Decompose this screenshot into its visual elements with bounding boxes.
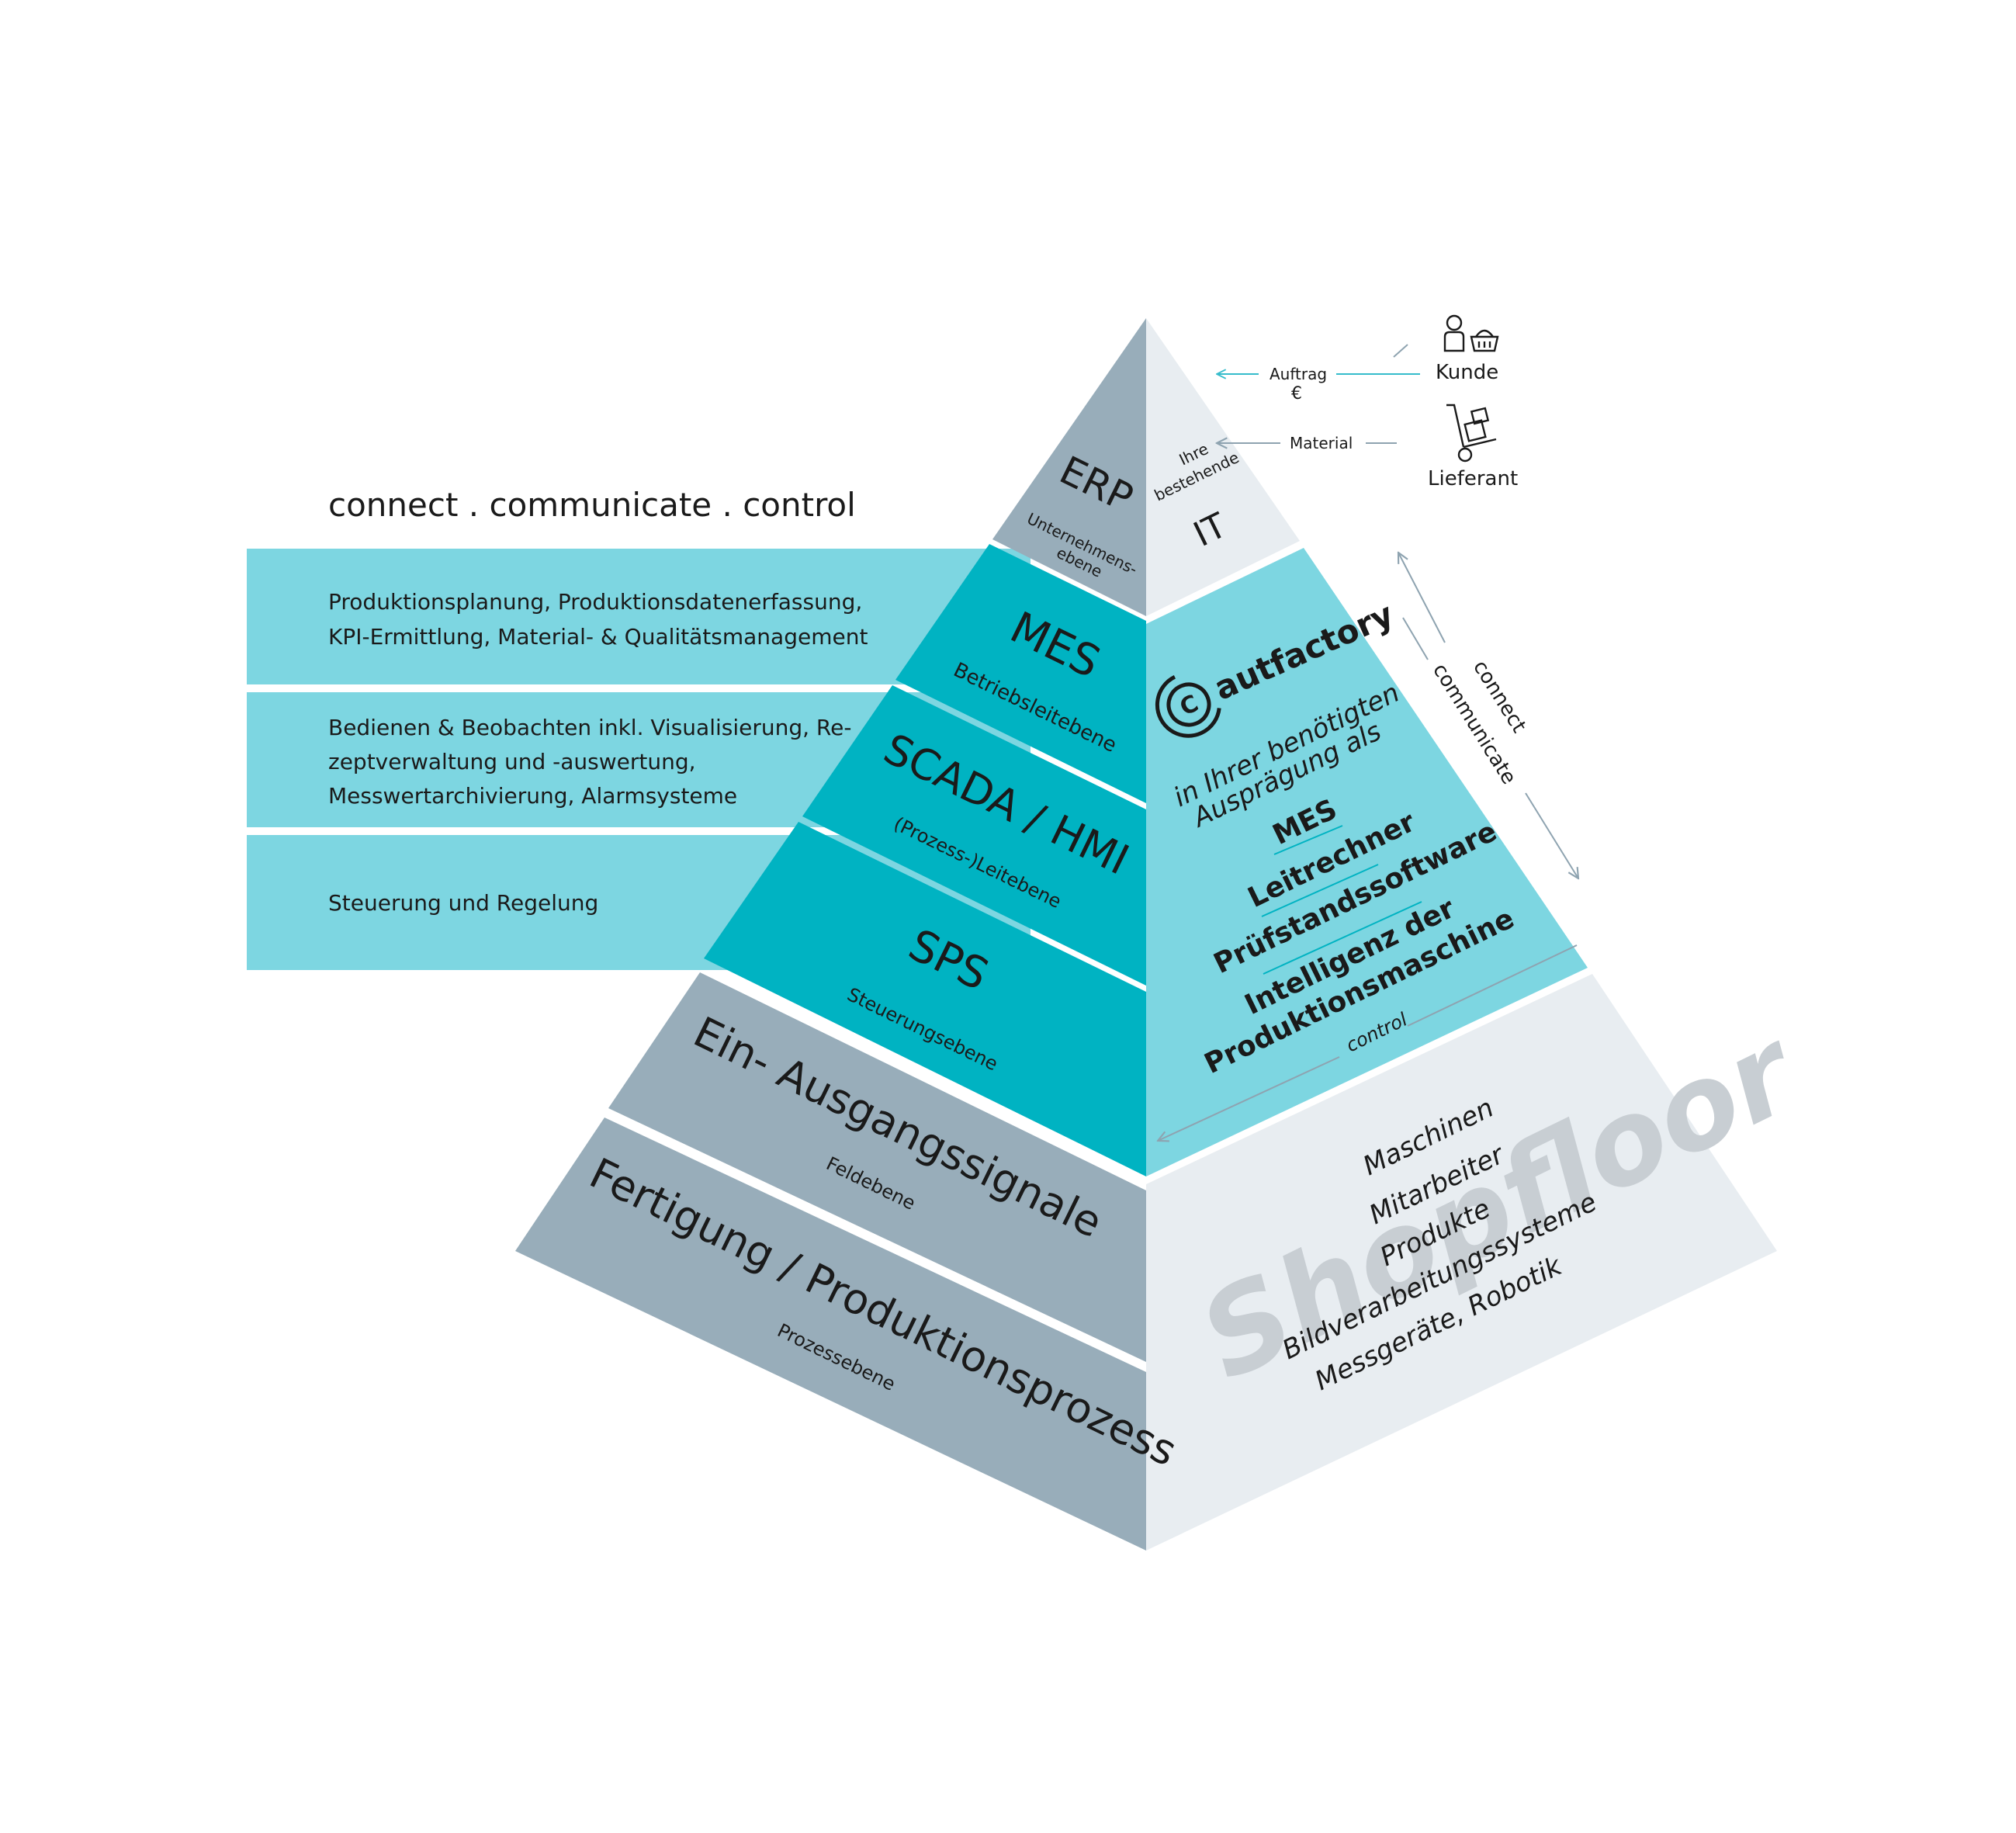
euro-label: €	[1291, 384, 1302, 404]
kunde-connector	[1393, 344, 1408, 358]
layer-mes	[895, 544, 1146, 803]
material-label: Material	[1290, 434, 1353, 452]
pyramid-left-face	[515, 318, 1146, 1551]
band-2-line-3: Messwertarchivierung, Alarmsysteme	[328, 783, 737, 809]
band-mes	[247, 549, 1031, 684]
flows: Kunde Lieferant Auftrag € Material	[1217, 314, 1518, 490]
band-2-line-1: Bedienen & Beobachten inkl. Visualisieru…	[328, 715, 851, 740]
tagline: connect . communicate . control	[328, 486, 856, 524]
pyramid-right-face	[1146, 318, 1777, 1551]
right-top-it	[1146, 318, 1300, 616]
band-texts: Produktionsplanung, Produktionsdatenerfa…	[328, 589, 868, 916]
right-middle-autfactory	[1146, 548, 1588, 1176]
hand-truck-icon	[1446, 404, 1497, 463]
layer-io	[608, 972, 1146, 1362]
shopping-basket-icon	[1470, 329, 1499, 352]
layer-sps	[704, 822, 1146, 1176]
layer-fertigung	[515, 1117, 1146, 1551]
layer-scada	[802, 685, 1146, 986]
right-bottom-shopfloor	[1146, 974, 1777, 1551]
layer-erp	[992, 318, 1146, 616]
band-1-line-1: Produktionsplanung, Produktionsdatenerfa…	[328, 589, 862, 615]
band-1-line-2: KPI-Ermittlung, Material- & Qualitätsman…	[328, 624, 868, 650]
band-3-line-1: Steuerung und Regelung	[328, 890, 598, 916]
kunde-label: Kunde	[1436, 361, 1498, 384]
auftrag-label: Auftrag	[1270, 365, 1327, 383]
band-2-line-2: zeptverwaltung und -auswertung,	[328, 749, 696, 774]
lieferant-label: Lieferant	[1428, 467, 1518, 490]
divider-2	[1261, 864, 1379, 917]
person-icon	[1443, 314, 1465, 352]
divider-1	[1273, 825, 1343, 855]
divider-3	[1263, 901, 1422, 975]
